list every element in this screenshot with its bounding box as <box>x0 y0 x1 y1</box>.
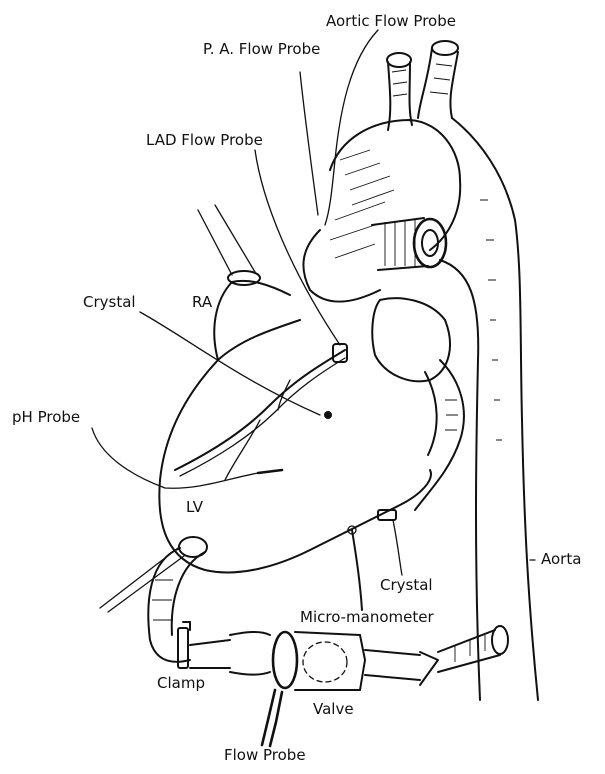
label-valve: Valve <box>313 702 354 717</box>
label-lv: LV <box>186 500 203 515</box>
leader-lad-flow-probe <box>255 150 340 345</box>
label-lad-flow-probe: LAD Flow Probe <box>146 133 263 148</box>
micro-manometer-catheter <box>352 530 362 610</box>
aorta-vessel <box>440 118 538 700</box>
ph-probe-needle <box>258 470 282 473</box>
right-atrium <box>198 205 290 360</box>
label-aorta: Aorta <box>541 552 581 567</box>
label-micro-manometer: Micro-manometer <box>300 610 434 625</box>
label-ph-probe: pH Probe <box>12 410 80 425</box>
leader-ph-probe <box>92 428 258 488</box>
valved-conduit <box>190 626 508 690</box>
aortic-root <box>303 120 460 302</box>
label-pa-flow-probe: P. A. Flow Probe <box>203 42 320 57</box>
conduit-flow-probe <box>262 690 282 746</box>
leader-pa-flow-probe <box>300 72 318 215</box>
great-vessels <box>387 41 458 130</box>
label-crystal-left: Crystal <box>83 295 136 310</box>
apical-conduit <box>100 537 207 662</box>
label-clamp: Clamp <box>157 676 205 691</box>
crystal-marker <box>324 411 332 419</box>
label-aortic-flow-probe: Aortic Flow Probe <box>326 14 456 29</box>
label-crystal-right: Crystal <box>380 578 433 593</box>
label-flow-probe: Flow Probe <box>224 748 306 763</box>
left-atrial-mass <box>372 298 464 510</box>
leader-crystal-right <box>393 520 402 575</box>
lad-vessel <box>175 344 347 480</box>
label-ra: RA <box>192 295 212 310</box>
heart-ventricle <box>159 320 431 572</box>
leader-crystal-left <box>140 312 320 415</box>
